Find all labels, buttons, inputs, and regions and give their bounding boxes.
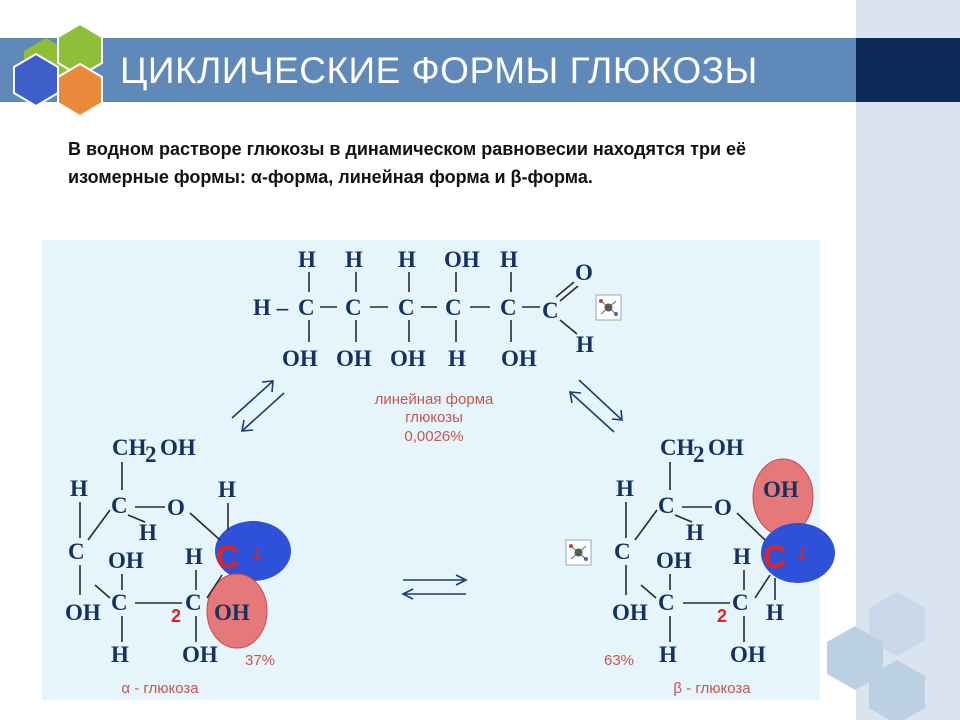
alpha-c2-num: 2 [171, 606, 181, 626]
alpha-oh-highlight [206, 573, 268, 649]
beta-h-c5: H [686, 520, 704, 545]
linear-caption-1: линейная форма [375, 391, 494, 408]
alpha-h-c3: H [111, 642, 129, 667]
linear-top-h-1: H [298, 247, 316, 272]
alpha-o-ring: O [167, 495, 185, 520]
linear-bottom-oh-1: OH [282, 346, 318, 371]
beta-h-c3: H [659, 642, 677, 667]
linear-c-3: C [445, 295, 462, 320]
linear-bottom-h-4: H [448, 346, 466, 371]
alpha-c5: C [111, 493, 128, 518]
linear-form: H H H OH H H – C C C C C C O H OH OH OH [253, 247, 622, 445]
beta-c4: C [614, 539, 631, 564]
linear-c-4: C [398, 295, 415, 320]
alpha-oh-c3: OH [108, 548, 144, 573]
hexagon-blue-icon [13, 52, 59, 108]
alpha-h-c5: H [139, 520, 157, 545]
beta-c1-num: 1 [797, 544, 806, 563]
equilibrium-arrows [231, 379, 623, 600]
linear-aldehyde-h: H [576, 332, 594, 357]
alpha-c1-num: 1 [252, 544, 261, 563]
hexagon-deco-1 [869, 592, 925, 656]
hexagon-orange-icon [57, 62, 103, 118]
linear-bottom-oh-2: OH [336, 346, 372, 371]
beta-ch2oh-tail: OH [708, 435, 744, 460]
beta-glucose: CH 2 OH H C O OH H C OH H C 1 OH C 2 C H… [565, 435, 835, 697]
linear-h-end: H – [253, 295, 289, 320]
beta-ch2: CH [660, 435, 695, 460]
alpha-oh-c4: OH [65, 600, 101, 625]
alpha-percent: 37% [245, 652, 275, 669]
beta-c2-num: 2 [717, 606, 727, 626]
linear-c-6: C [298, 295, 315, 320]
beta-ch2-sub: 2 [693, 442, 705, 467]
beta-oh-c2: OH [730, 642, 766, 667]
molecule-model-icon-beta[interactable] [565, 539, 592, 566]
linear-bottom-oh-3: OH [390, 346, 426, 371]
alpha-c2: C [185, 590, 202, 615]
alpha-caption: α - глюкоза [121, 680, 199, 697]
linear-c-2: C [500, 295, 517, 320]
linear-top-oh-4: OH [444, 247, 480, 272]
alpha-h-c1-top: H [218, 477, 236, 502]
alpha-ch2: CH [112, 435, 147, 460]
beta-c5: C [658, 493, 675, 518]
beta-percent: 63% [604, 652, 634, 669]
title-accent [856, 38, 960, 102]
alpha-ch2-sub: 2 [145, 442, 157, 467]
beta-c3: C [658, 590, 675, 615]
intro-text: В водном растворе глюкозы в динамическом… [68, 139, 747, 187]
beta-o-ring: O [714, 495, 732, 520]
alpha-c4: C [68, 539, 85, 564]
linear-caption-2: глюкозы [405, 409, 463, 426]
linear-top-h-5: H [500, 247, 518, 272]
title-bar [0, 38, 856, 102]
linear-top-h-3: H [398, 247, 416, 272]
linear-percent: 0,0026% [404, 428, 463, 445]
hexagon-deco-3 [869, 660, 925, 720]
linear-top-h-2: H [345, 247, 363, 272]
beta-oh-c3: OH [656, 548, 692, 573]
beta-h-c2: H [733, 544, 751, 569]
alpha-h-c2: H [185, 544, 203, 569]
alpha-c3: C [111, 590, 128, 615]
page-title: ЦИКЛИЧЕСКИЕ ФОРМЫ ГЛЮКОЗЫ [120, 50, 758, 91]
linear-c-5: C [345, 295, 362, 320]
hexagon-deco-2 [827, 626, 883, 690]
diagram-panel [42, 240, 820, 700]
alpha-c1-highlight [215, 521, 291, 581]
linear-bottom-oh-5: OH [501, 346, 537, 371]
beta-h-c1-bottom: H [766, 600, 784, 625]
alpha-oh-c1: OH [214, 600, 250, 625]
linear-o: O [575, 260, 593, 285]
beta-c1-highlight [761, 523, 835, 583]
alpha-h-left: H [70, 476, 88, 501]
alpha-c1: C [216, 539, 239, 575]
beta-caption: β - глюкоза [673, 680, 751, 697]
alpha-oh-c2: OH [182, 642, 218, 667]
beta-c1: C [763, 539, 786, 575]
beta-oh-c4: OH [612, 600, 648, 625]
linear-c-1: C [542, 298, 559, 323]
beta-h-left: H [616, 476, 634, 501]
molecule-model-icon[interactable] [595, 294, 622, 321]
alpha-ch2oh-tail: OH [160, 435, 196, 460]
beta-oh-c1-top: OH [763, 477, 799, 502]
beta-c2: C [732, 590, 749, 615]
alpha-glucose: CH 2 OH H C O H H C OH H C 1 OH C 2 C OH… [65, 435, 291, 697]
